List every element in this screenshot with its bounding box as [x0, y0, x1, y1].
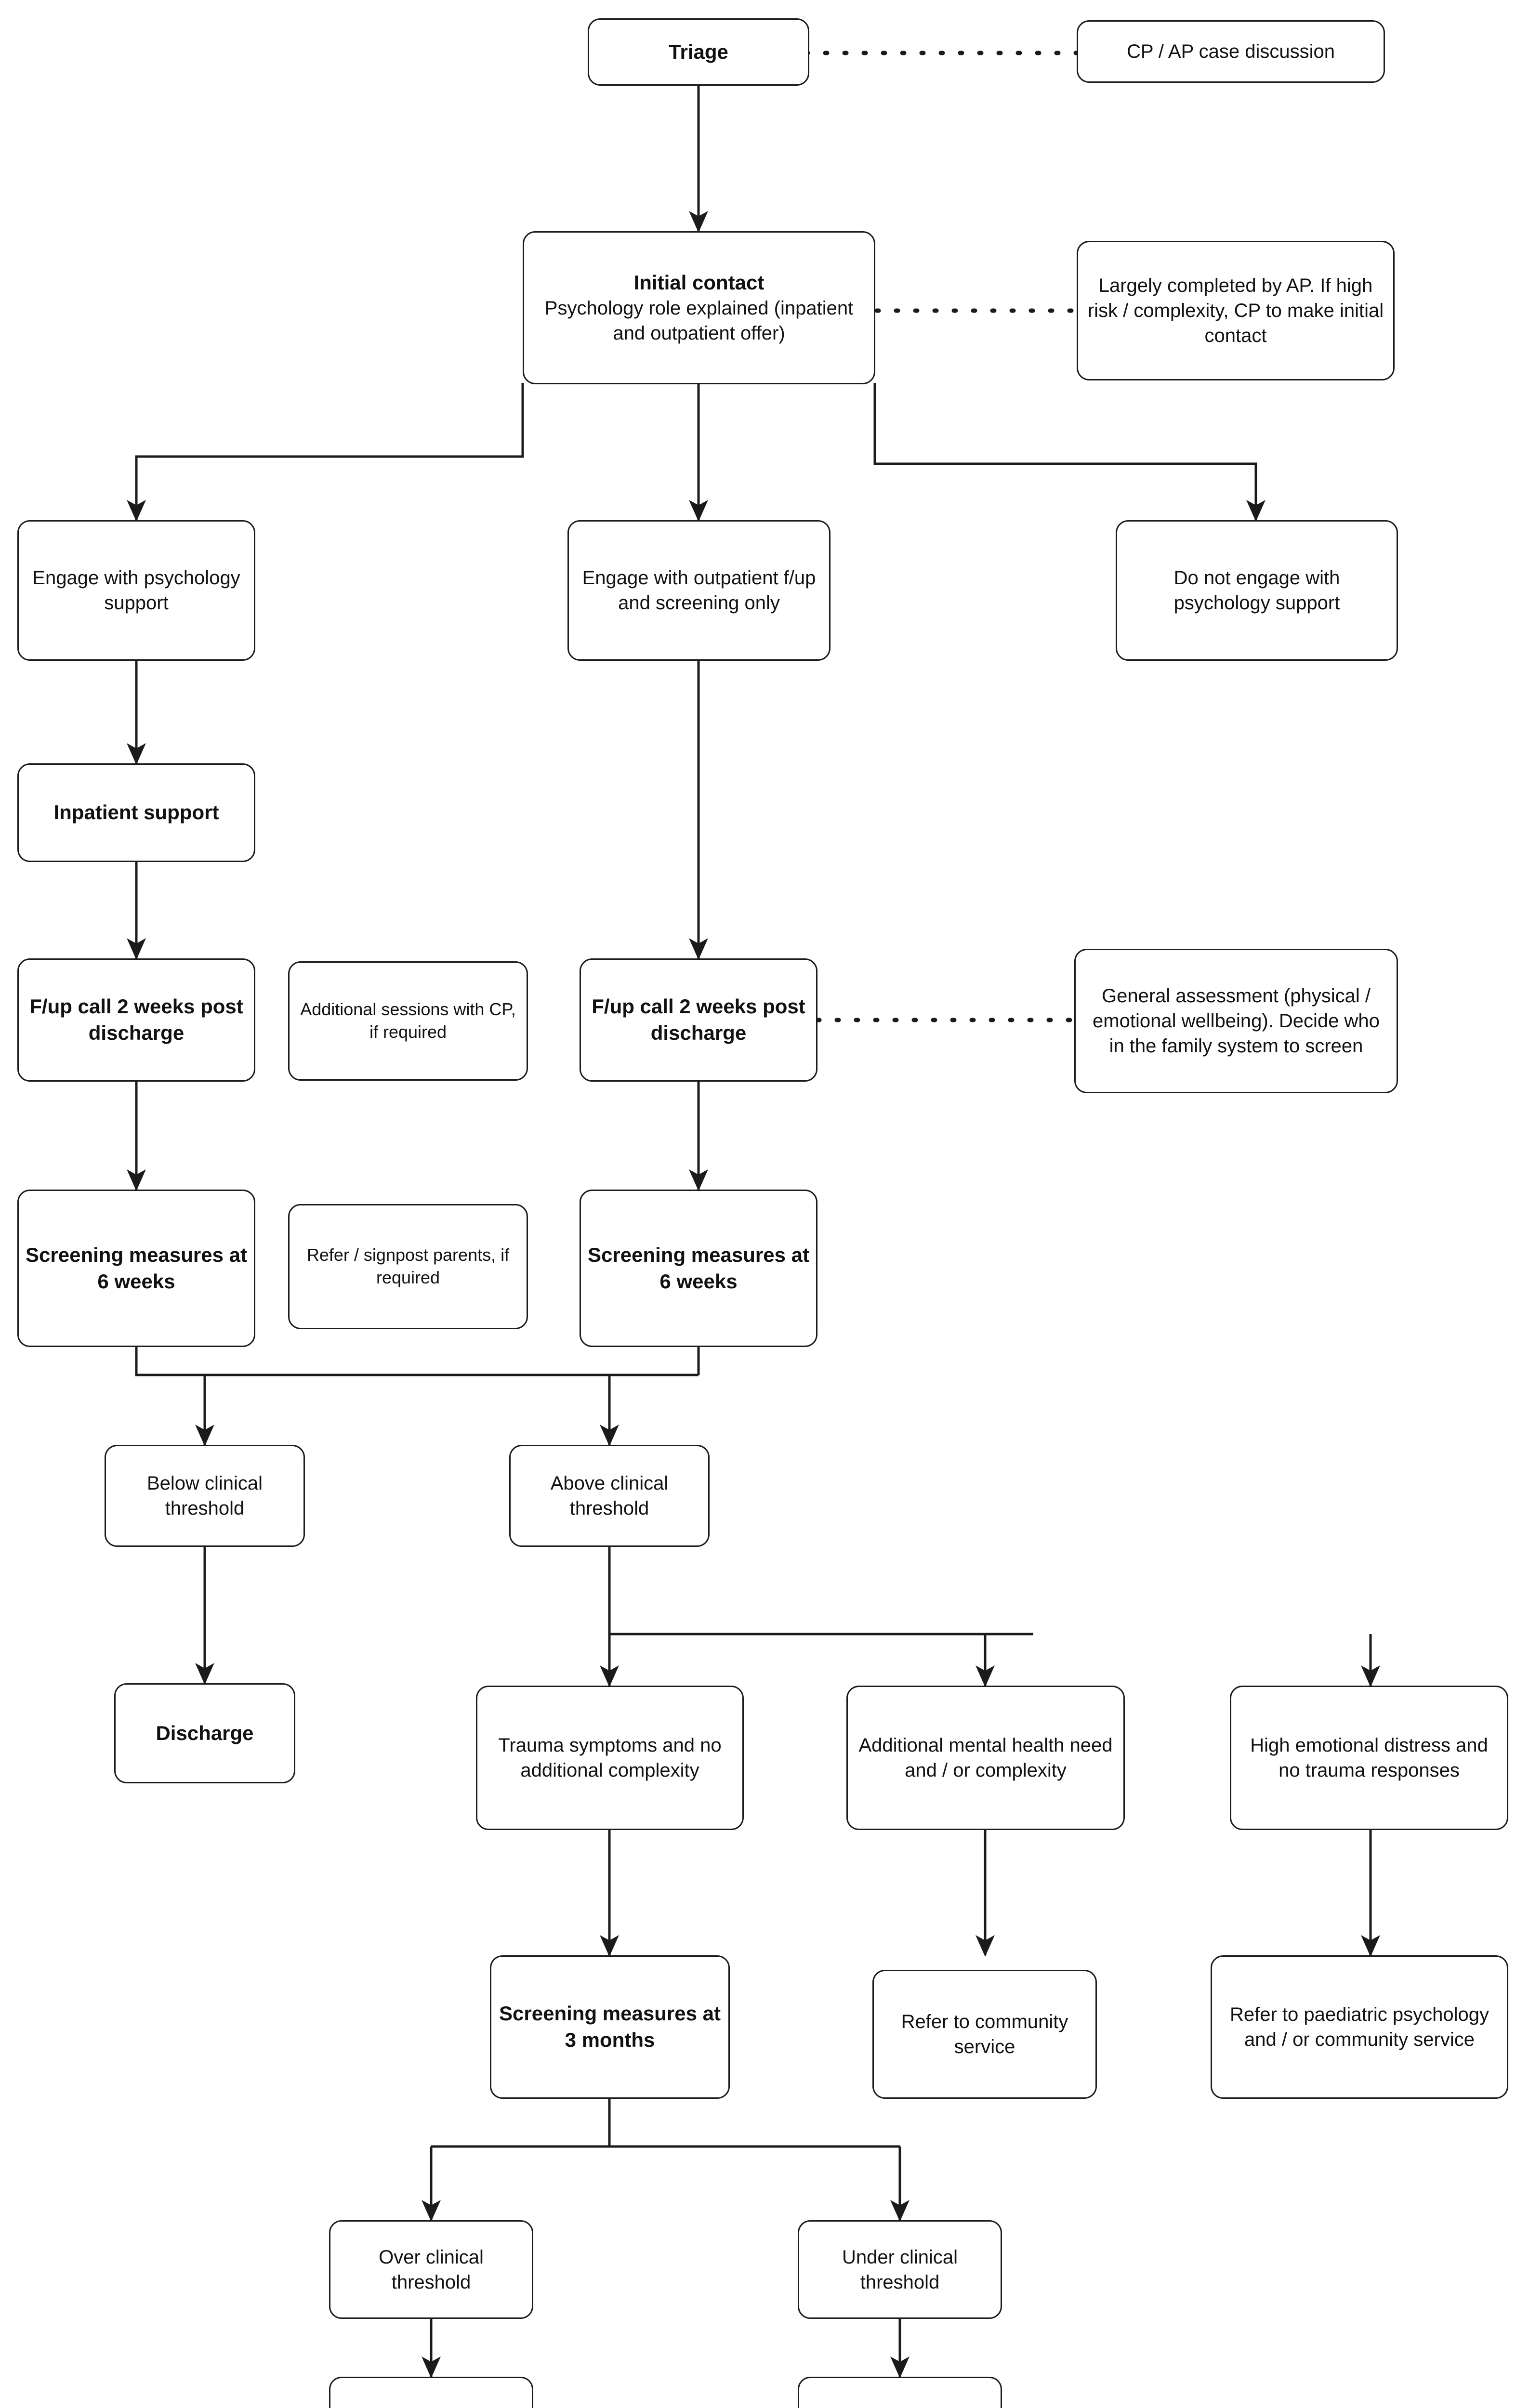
node-initial-contact-body: Psychology role explained (inpatient and…	[544, 298, 854, 344]
note-cp-ap-label: CP / AP case discussion	[1126, 41, 1335, 62]
node-consider-ongoing-support[interactable]: Consider ongoing support	[798, 2377, 1002, 2408]
node-over-threshold-label: Over clinical threshold	[379, 2246, 484, 2293]
node-fup-call-left[interactable]: F/up call 2 weeks post discharge	[17, 958, 255, 1082]
node-below-threshold-label: Below clinical threshold	[146, 1473, 263, 1519]
wire-initial-do-not-engage	[873, 383, 1266, 522]
node-additional-mental-health[interactable]: Additional mental health need and / or c…	[846, 1686, 1125, 1830]
note-initial-contact[interactable]: Largely completed by AP. If high risk / …	[1077, 241, 1395, 380]
wire-screening-left-bus	[135, 1347, 699, 1376]
node-screening-6-weeks-right[interactable]: Screening measures at 6 weeks	[580, 1190, 817, 1347]
node-refer-signpost-parents[interactable]: Refer / signpost parents, if required	[288, 1204, 528, 1329]
node-fup-call-right[interactable]: F/up call 2 weeks post discharge	[580, 958, 817, 1082]
node-refer-paediatric-psychology[interactable]: Refer to paediatric psychology and / or …	[1211, 1955, 1508, 2099]
node-screening-3-months[interactable]: Screening measures at 3 months	[490, 1955, 730, 2099]
node-engage-psychology-label: Engage with psychology support	[32, 567, 240, 614]
note-general-assessment[interactable]: General assessment (physical / emotional…	[1074, 949, 1398, 1093]
node-over-clinical-threshold[interactable]: Over clinical threshold	[329, 2220, 533, 2319]
node-refer-community-label: Refer to community service	[901, 2011, 1068, 2057]
node-engage-outpatient-label: Engage with outpatient f/up and screenin…	[582, 567, 816, 614]
node-triage-label: Triage	[669, 40, 728, 63]
node-screening-6-left-label: Screening measures at 6 weeks	[26, 1243, 247, 1293]
node-under-clinical-threshold[interactable]: Under clinical threshold	[798, 2220, 1002, 2319]
note-cp-ap-case-discussion[interactable]: CP / AP case discussion	[1077, 20, 1385, 83]
node-above-clinical-threshold[interactable]: Above clinical threshold	[509, 1445, 710, 1547]
node-additional-sessions[interactable]: Additional sessions with CP, if required	[288, 961, 528, 1081]
node-additional-mh-label: Additional mental health need and / or c…	[858, 1735, 1113, 1781]
node-do-not-engage[interactable]: Do not engage with psychology support	[1116, 520, 1398, 661]
node-high-distress-label: High emotional distress and no trauma re…	[1250, 1735, 1488, 1781]
node-inpatient-support-label: Inpatient support	[53, 801, 219, 824]
node-engage-outpatient-screening[interactable]: Engage with outpatient f/up and screenin…	[567, 520, 831, 661]
node-triage[interactable]: Triage	[588, 18, 809, 86]
node-above-threshold-label: Above clinical threshold	[550, 1473, 669, 1519]
node-fup-call-right-label: F/up call 2 weeks post discharge	[592, 995, 805, 1044]
node-trauma-symptoms[interactable]: Trauma symptoms and no additional comple…	[476, 1686, 744, 1830]
node-offer-intervention[interactable]: Offer intervention	[329, 2377, 533, 2408]
note-general-assessment-label: General assessment (physical / emotional…	[1093, 985, 1380, 1057]
node-under-threshold-label: Under clinical threshold	[842, 2246, 958, 2293]
node-additional-sessions-label: Additional sessions with CP, if required	[300, 999, 516, 1042]
node-trauma-symptoms-label: Trauma symptoms and no additional comple…	[498, 1735, 722, 1781]
node-refer-paediatric-label: Refer to paediatric psychology and / or …	[1229, 2004, 1490, 2050]
node-screening-6-weeks-left[interactable]: Screening measures at 6 weeks	[17, 1190, 255, 1347]
node-refer-signpost-label: Refer / signpost parents, if required	[306, 1245, 510, 1287]
node-engage-psychology-support[interactable]: Engage with psychology support	[17, 520, 255, 661]
node-screening-3-months-label: Screening measures at 3 months	[499, 2002, 721, 2051]
node-initial-contact[interactable]: Initial contact Psychology role explaine…	[523, 231, 875, 384]
node-refer-community-service[interactable]: Refer to community service	[872, 1970, 1097, 2099]
node-do-not-engage-label: Do not engage with psychology support	[1173, 567, 1340, 614]
node-initial-contact-title: Initial contact	[633, 271, 765, 294]
node-inpatient-support[interactable]: Inpatient support	[17, 763, 255, 862]
node-below-clinical-threshold[interactable]: Below clinical threshold	[105, 1445, 305, 1547]
node-high-emotional-distress[interactable]: High emotional distress and no trauma re…	[1230, 1686, 1508, 1830]
node-discharge-label: Discharge	[156, 1721, 254, 1744]
wire-initial-engage-psych	[127, 383, 524, 522]
node-discharge[interactable]: Discharge	[114, 1683, 295, 1783]
node-screening-6-right-label: Screening measures at 6 weeks	[588, 1243, 809, 1293]
wire-screening3-bus	[608, 2099, 900, 2148]
note-initial-contact-label: Largely completed by AP. If high risk / …	[1087, 275, 1384, 346]
node-fup-call-left-label: F/up call 2 weeks post discharge	[29, 995, 243, 1044]
wire-above-bus	[608, 1547, 1033, 1636]
